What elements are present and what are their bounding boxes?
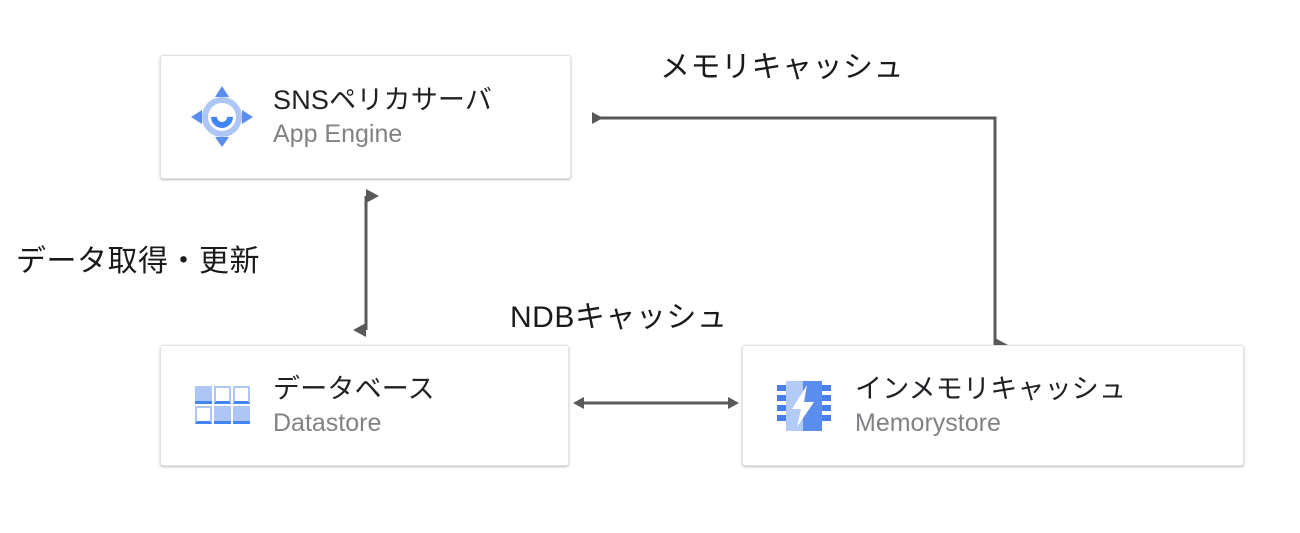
node-title-datastore: データベース	[273, 373, 435, 404]
connector-label-memcache: メモリキャッシュ	[660, 51, 904, 84]
node-card-datastore[interactable]: データベース Datastore	[160, 345, 569, 466]
node-title-memorystore: インメモリキャッシュ	[855, 373, 1127, 404]
memorystore-chip-icon	[773, 375, 835, 437]
app-engine-fin-right	[242, 110, 253, 124]
app-engine-fin-left	[191, 110, 202, 124]
connector-label-ndbcache: NDBキャッシュ	[510, 301, 728, 334]
datastore-cell-2	[214, 385, 231, 404]
node-subtitle-appengine: App Engine	[273, 120, 403, 149]
datastore-icon	[191, 375, 253, 437]
node-card-memorystore[interactable]: インメモリキャッシュ Memorystore	[742, 345, 1244, 466]
app-engine-icon	[191, 86, 253, 148]
node-card-appengine-text: SNSペリカサーバ App Engine	[273, 84, 492, 149]
node-card-memorystore-text: インメモリキャッシュ Memorystore	[855, 373, 1126, 438]
datastore-cell-4	[195, 405, 212, 424]
node-card-appengine[interactable]: SNSペリカサーバ App Engine	[160, 55, 571, 179]
node-title-appengine: SNSペリカサーバ	[273, 85, 493, 116]
node-subtitle-datastore: Datastore	[273, 408, 382, 437]
node-subtitle-memorystore: Memorystore	[855, 408, 1001, 437]
app-engine-fin-top	[215, 86, 229, 97]
datastore-cell-6	[233, 405, 250, 424]
app-engine-center-dot	[217, 112, 227, 122]
app-engine-fin-bottom	[215, 137, 229, 147]
connector-label-datafetch: データ取得・更新	[16, 245, 260, 278]
node-card-datastore-text: データベース Datastore	[273, 373, 435, 438]
datastore-cell-5	[214, 405, 231, 424]
datastore-cell-1	[195, 385, 212, 404]
datastore-cell-3	[233, 385, 250, 404]
